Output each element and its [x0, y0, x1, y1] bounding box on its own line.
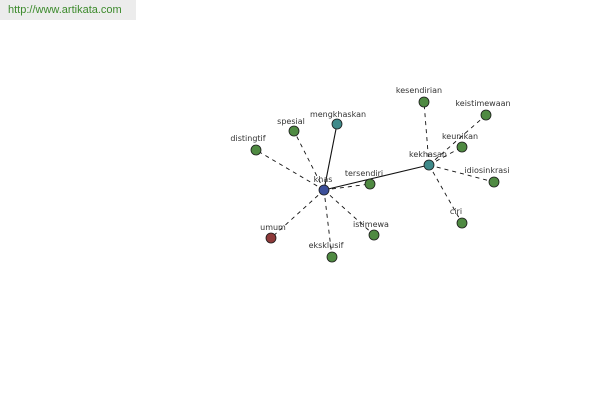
- node-mengkhaskan[interactable]: [331, 118, 343, 130]
- edge-kekhasan-kesendirian: [423, 101, 430, 166]
- edge-kekhasan-idiosinkrasi: [428, 164, 495, 183]
- node-label-keunikan[interactable]: keunikan: [442, 132, 478, 141]
- node-distingtif[interactable]: [250, 144, 262, 156]
- edge-khas-eksklusif: [323, 189, 333, 258]
- node-label-keistimewaan[interactable]: keistimewaan: [455, 99, 510, 108]
- labels-layer: khas kekhasan mengkhaskan spesial distingtif…: [230, 86, 510, 250]
- edge-khas-spesial: [293, 130, 325, 191]
- edge-khas-kekhasan: [323, 164, 430, 191]
- node-eksklusif[interactable]: [326, 251, 338, 263]
- edge-kekhasan-keunikan: [428, 146, 463, 166]
- edge-khas-mengkhaskan: [323, 123, 338, 191]
- node-label-spesial[interactable]: spesial: [277, 117, 305, 126]
- node-label-istimewa[interactable]: istimewa: [353, 220, 389, 229]
- source-url-link[interactable]: http://www.artikata.com: [0, 0, 136, 20]
- edge-khas-umum: [270, 189, 325, 239]
- node-keistimewaan[interactable]: [480, 109, 492, 121]
- node-kekhasan[interactable]: [423, 159, 435, 171]
- node-label-distingtif[interactable]: distingtif: [230, 134, 265, 143]
- edge-khas-istimewa: [323, 189, 375, 236]
- node-tersendiri[interactable]: [364, 178, 376, 190]
- node-khas[interactable]: [318, 184, 330, 196]
- node-label-mengkhaskan[interactable]: mengkhaskan: [310, 110, 366, 119]
- edges-layer: [255, 101, 495, 258]
- node-label-ciri[interactable]: ciri: [450, 207, 462, 216]
- node-label-khas[interactable]: khas: [314, 175, 333, 184]
- nodes-layer: [250, 96, 500, 263]
- node-label-umum[interactable]: umum: [260, 223, 286, 232]
- node-istimewa[interactable]: [368, 229, 380, 241]
- node-umum[interactable]: [265, 232, 277, 244]
- node-label-eksklusif[interactable]: eksklusif: [309, 241, 344, 250]
- node-label-tersendiri[interactable]: tersendiri: [345, 169, 383, 178]
- node-idiosinkrasi[interactable]: [488, 176, 500, 188]
- node-spesial[interactable]: [288, 125, 300, 137]
- node-kesendirian[interactable]: [418, 96, 430, 108]
- node-label-kekhasan[interactable]: kekhasan: [409, 150, 447, 159]
- edge-kekhasan-ciri: [428, 164, 463, 224]
- node-label-idiosinkrasi[interactable]: idiosinkrasi: [464, 166, 509, 175]
- node-ciri[interactable]: [456, 217, 468, 229]
- edge-khas-distingtif: [255, 149, 325, 191]
- node-keunikan[interactable]: [456, 141, 468, 153]
- node-label-kesendirian[interactable]: kesendirian: [396, 86, 442, 95]
